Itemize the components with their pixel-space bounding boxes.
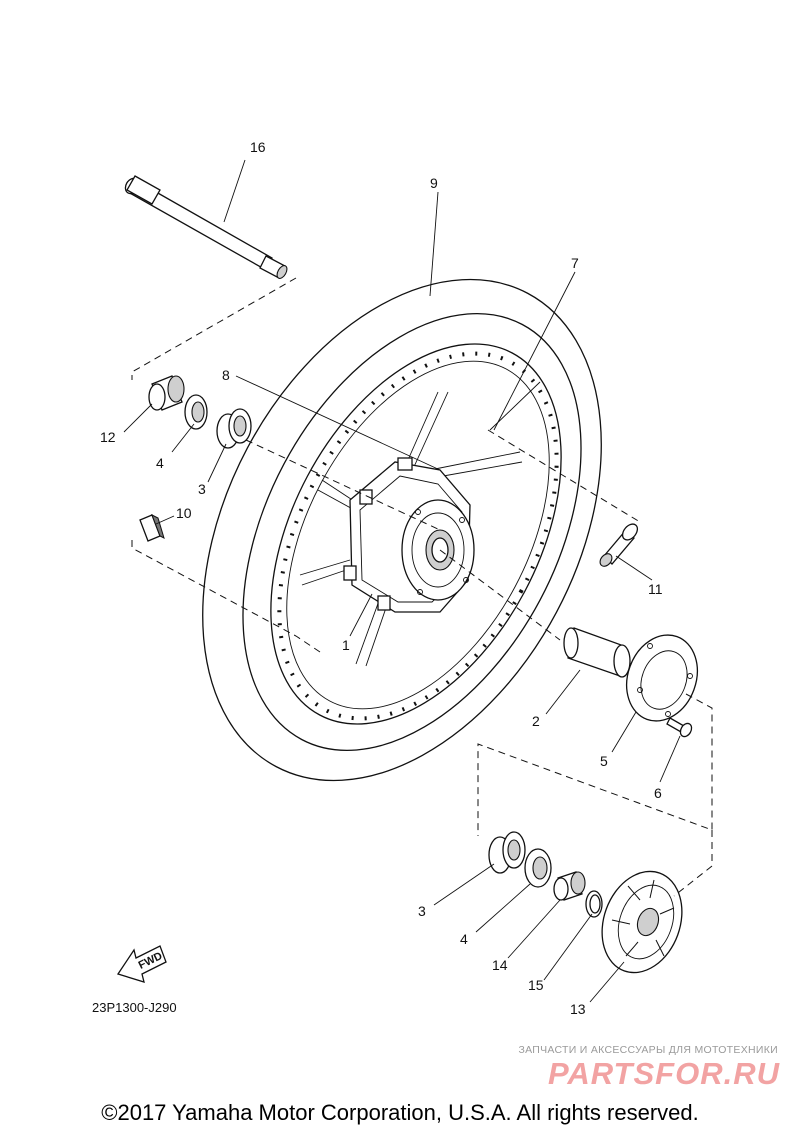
cover-13 — [601, 870, 683, 974]
callout-10: 10 — [176, 505, 192, 521]
callout-3-left: 3 — [198, 481, 206, 497]
spacer-2 — [563, 627, 631, 678]
axle — [124, 175, 288, 279]
oil-seal-4-right — [524, 848, 552, 888]
valve-11 — [599, 523, 639, 567]
callout-6: 6 — [654, 785, 662, 801]
callout-7: 7 — [571, 255, 579, 271]
callout-5: 5 — [600, 753, 608, 769]
copyright-notice: ©2017 Yamaha Motor Corporation, U.S.A. A… — [101, 1100, 699, 1125]
rim-inner — [286, 360, 550, 710]
wheel-hub — [343, 457, 475, 613]
wheel-assembly — [202, 278, 602, 782]
callout-4-right: 4 — [460, 931, 468, 947]
rim-outer — [270, 343, 562, 725]
leader-lines — [123, 159, 681, 1003]
callout-12: 12 — [100, 429, 116, 445]
callout-2: 2 — [532, 713, 540, 729]
callout-1: 1 — [342, 637, 350, 653]
bolt-6 — [666, 717, 693, 738]
lower-right-parts — [488, 831, 683, 974]
callout-16: 16 — [250, 139, 266, 155]
right-side-parts — [563, 627, 698, 738]
callout-14: 14 — [492, 957, 508, 973]
callout-13: 13 — [570, 1001, 586, 1017]
collar-14 — [553, 871, 586, 901]
callout-8: 8 — [222, 367, 230, 383]
collar-12 — [148, 375, 185, 411]
callout-3-right: 3 — [418, 903, 426, 919]
balance-weight-10 — [139, 513, 165, 542]
callout-4-left: 4 — [156, 455, 164, 471]
bearing-3-right — [488, 831, 526, 874]
callout-15: 15 — [528, 977, 544, 993]
drawing-code: 23P1300-J290 — [92, 1000, 177, 1015]
oil-seal-4-left — [184, 394, 208, 430]
o-ring-15 — [585, 890, 603, 918]
tire-inner — [242, 312, 582, 752]
rim-holes — [277, 351, 559, 721]
callout-numbers: 16 9 7 8 12 4 3 10 11 1 2 5 6 3 4 14 15 … — [100, 139, 663, 1017]
flange-5 — [626, 634, 698, 722]
callout-11: 11 — [648, 581, 663, 597]
watermark-logo: PARTSFOR.RU — [547, 1056, 780, 1091]
bearing-3-left — [216, 408, 252, 449]
left-side-parts — [139, 375, 252, 542]
tire-outer — [202, 278, 602, 782]
watermark-tagline: ЗАПЧАСТИ И АКСЕССУАРЫ ДЛЯ МОТОТЕХНИКИ — [518, 1044, 778, 1056]
fwd-arrow-icon: FWD — [116, 945, 167, 983]
callout-9: 9 — [430, 175, 438, 191]
assembly-lines — [131, 277, 713, 897]
